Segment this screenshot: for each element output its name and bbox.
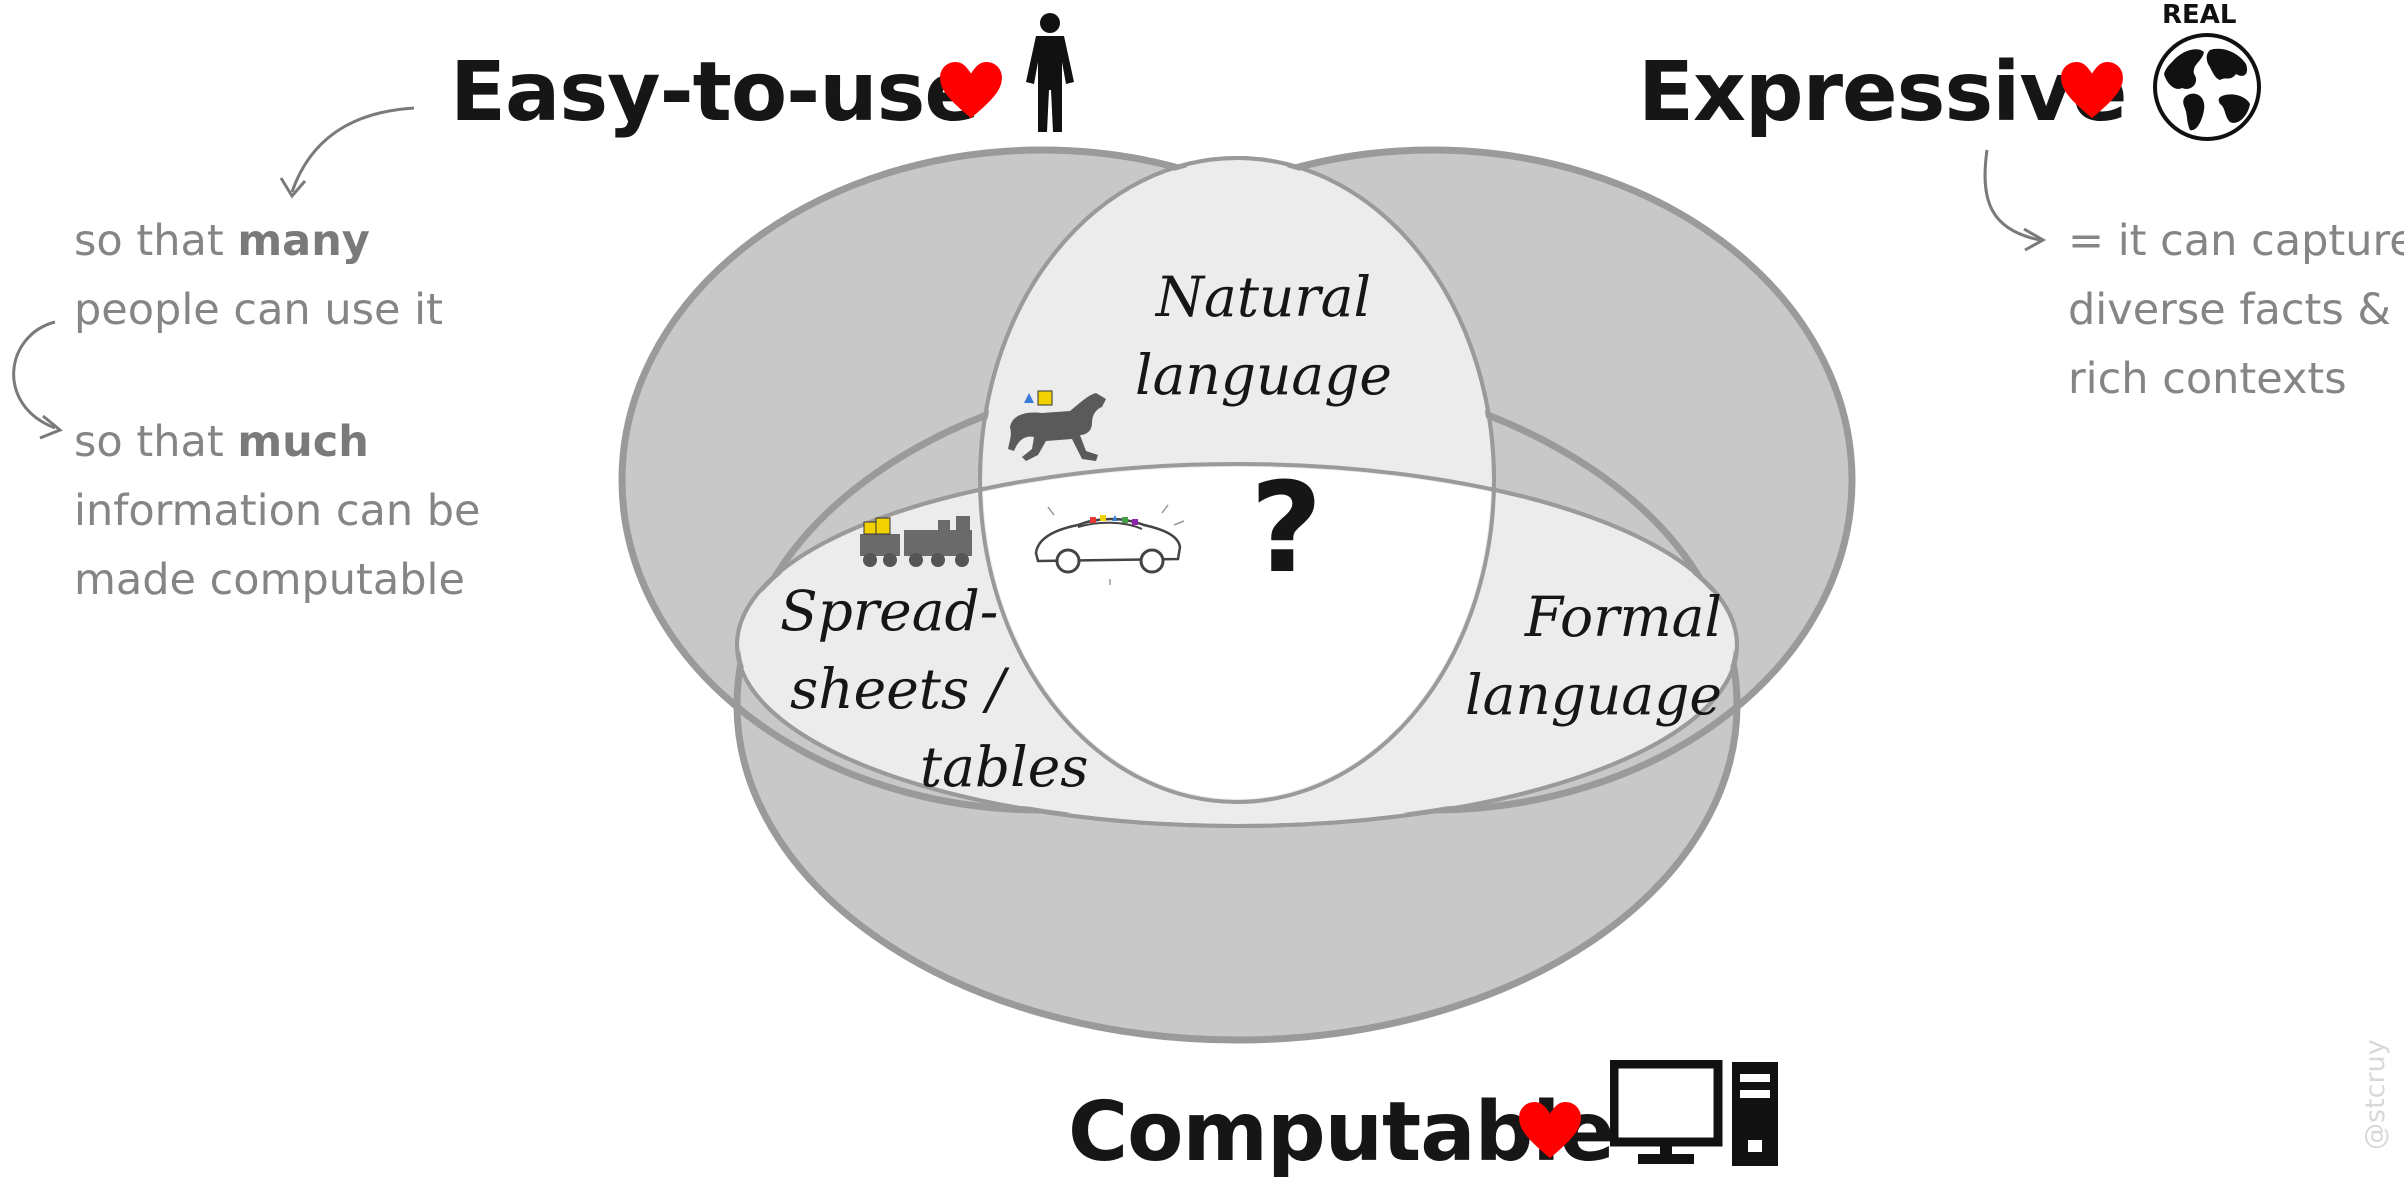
globe-label: REAL	[2162, 0, 2237, 30]
expressive-heading: Expressive	[1638, 45, 2127, 140]
computer-icon	[1610, 1060, 1778, 1166]
heart-icon	[940, 62, 1002, 119]
horse-icon	[1008, 390, 1106, 461]
globe-icon	[2153, 33, 2261, 141]
easy-to-use-heading: Easy-to-use	[450, 45, 980, 140]
formal-language-label: Formal language	[1465, 585, 1722, 727]
note-expressive: = it can capture diverse facts & rich co…	[2068, 216, 2404, 404]
heart-icon	[1519, 1102, 1581, 1159]
arrow-to-many	[290, 106, 415, 193]
computable-heading: Computable	[1068, 1085, 1615, 1180]
heart-icon	[2061, 62, 2123, 119]
person-icon	[1026, 13, 1074, 132]
car-icon	[1034, 504, 1185, 585]
arrow-to-much	[12, 320, 56, 430]
note-much: so that much information can be made com…	[74, 417, 481, 605]
natural-language-label: Natural language	[1135, 265, 1392, 407]
arrow-to-capture	[1983, 149, 2041, 242]
train-icon	[860, 516, 972, 567]
spreadsheets-label: Spread- sheets / tables	[780, 579, 1089, 799]
note-many: so that many people can use it	[74, 216, 443, 335]
author-credit: @stcruy	[2360, 1039, 2391, 1150]
center-question-mark: ?	[1250, 456, 1323, 601]
